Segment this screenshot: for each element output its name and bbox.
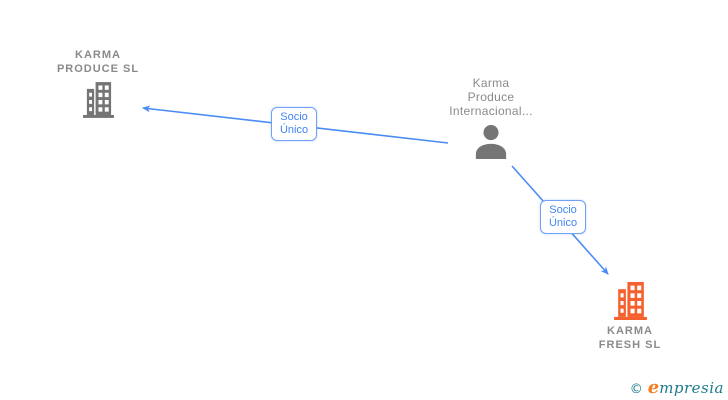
edge-label-text: Socio Único [548,204,578,229]
building-icon [82,82,114,118]
empresia-logo-e: e [647,377,660,398]
node-label: KARMA PRODUCE SL [56,49,140,75]
edge-label-text: Socio Único [279,111,309,136]
node-karma-produce-sl[interactable]: KARMA PRODUCE SL [38,48,158,118]
empresia-logo-text: mpresia [659,379,724,397]
node-karma-fresh-sl[interactable]: KARMA FRESH SL [575,282,685,352]
edge-label-socio-unico-2: Socio Único [540,200,586,234]
copyright-symbol: © [629,382,643,397]
person-icon [475,125,507,159]
empresia-logo[interactable]: © empresia [630,377,724,398]
node-label: Karma Produce Internacional... [449,76,533,118]
node-karma-produce-internacional[interactable]: Karma Produce Internacional... [426,76,556,160]
building-icon [613,282,647,320]
edge-label-socio-unico-1: Socio Único [271,107,317,141]
node-label: KARMA FRESH SL [598,325,662,351]
